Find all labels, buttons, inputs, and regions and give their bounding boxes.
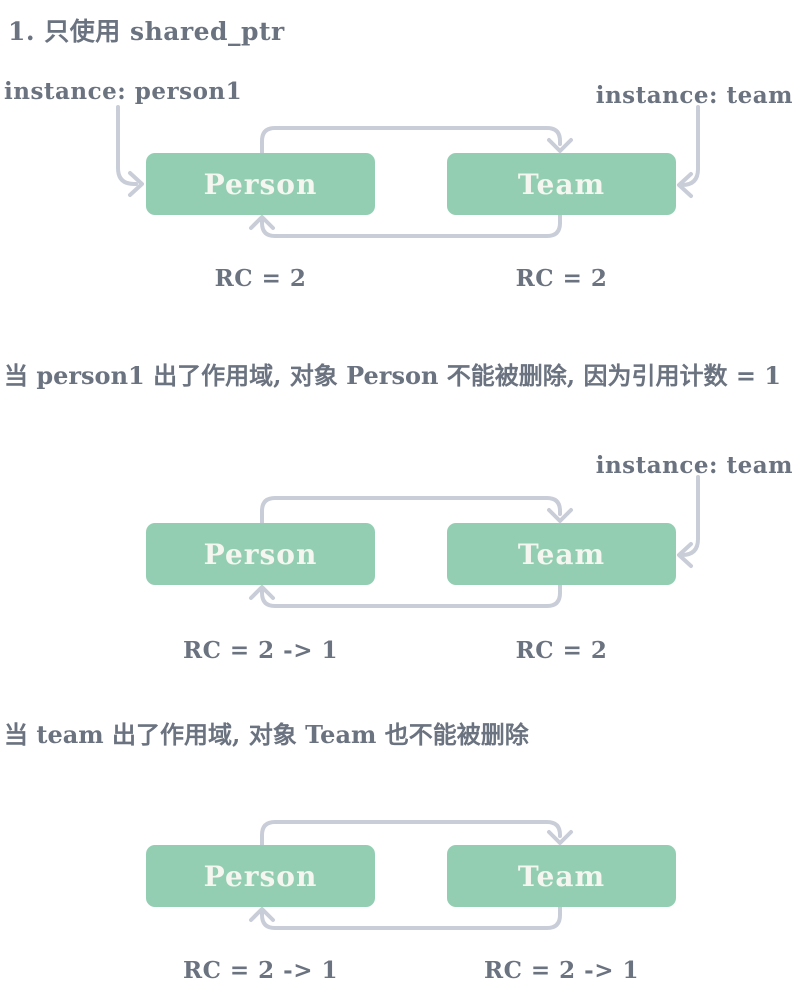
- page-title: 1. 只使用 shared_ptr: [8, 17, 285, 46]
- arrowhead-up-2: [249, 585, 275, 600]
- arrowhead-left-2: [677, 542, 693, 568]
- person-box-1: Person: [146, 153, 375, 215]
- arrowhead-left-1: [677, 172, 693, 198]
- instance-team-arrow-2: [678, 475, 700, 557]
- arrowhead-down-3: [547, 830, 573, 845]
- arrowhead-down-1: [547, 138, 573, 153]
- cycle-arrow-bottom-3: [260, 905, 562, 930]
- rc-person-3: RC = 2 -> 1: [182, 957, 339, 984]
- instance-team-label-1: instance: team: [595, 82, 793, 109]
- arrowhead-up-1: [249, 215, 275, 230]
- rc-team-2: RC = 2: [515, 637, 608, 664]
- instance-team-arrow-1: [678, 105, 700, 187]
- cycle-arrow-bottom-2: [260, 583, 562, 608]
- arrowhead-down-2: [547, 508, 573, 523]
- team-box-3: Team: [447, 845, 676, 907]
- arrowhead-right-1: [128, 171, 144, 197]
- instance-team-label-2: instance: team: [595, 452, 793, 479]
- person-box-3: Person: [146, 845, 375, 907]
- diagram3-arrows: [249, 820, 573, 930]
- team-box-2: Team: [447, 523, 676, 585]
- cycle-arrow-top-2: [260, 496, 562, 525]
- rc-team-1: RC = 2: [515, 265, 608, 292]
- person-box-2: Person: [146, 523, 375, 585]
- cycle-arrow-top-1: [260, 126, 562, 155]
- instance-person1-label: instance: person1: [4, 78, 243, 105]
- arrowhead-up-3: [249, 907, 275, 922]
- team-box-1: Team: [447, 153, 676, 215]
- rc-person-1: RC = 2: [214, 265, 307, 292]
- instance-person1-arrow: [116, 105, 138, 186]
- diagram1-arrows: [116, 105, 700, 238]
- rc-team-3: RC = 2 -> 1: [483, 957, 640, 984]
- caption-after-diagram2: 当 team 出了作用域, 对象 Team 也不能被删除: [4, 720, 529, 749]
- rc-person-2: RC = 2 -> 1: [182, 637, 339, 664]
- diagram2-arrows: [249, 475, 700, 608]
- cycle-arrow-bottom-1: [260, 213, 562, 238]
- caption-after-diagram1: 当 person1 出了作用域, 对象 Person 不能被删除, 因为引用计数…: [4, 361, 782, 390]
- cycle-arrow-top-3: [260, 820, 562, 847]
